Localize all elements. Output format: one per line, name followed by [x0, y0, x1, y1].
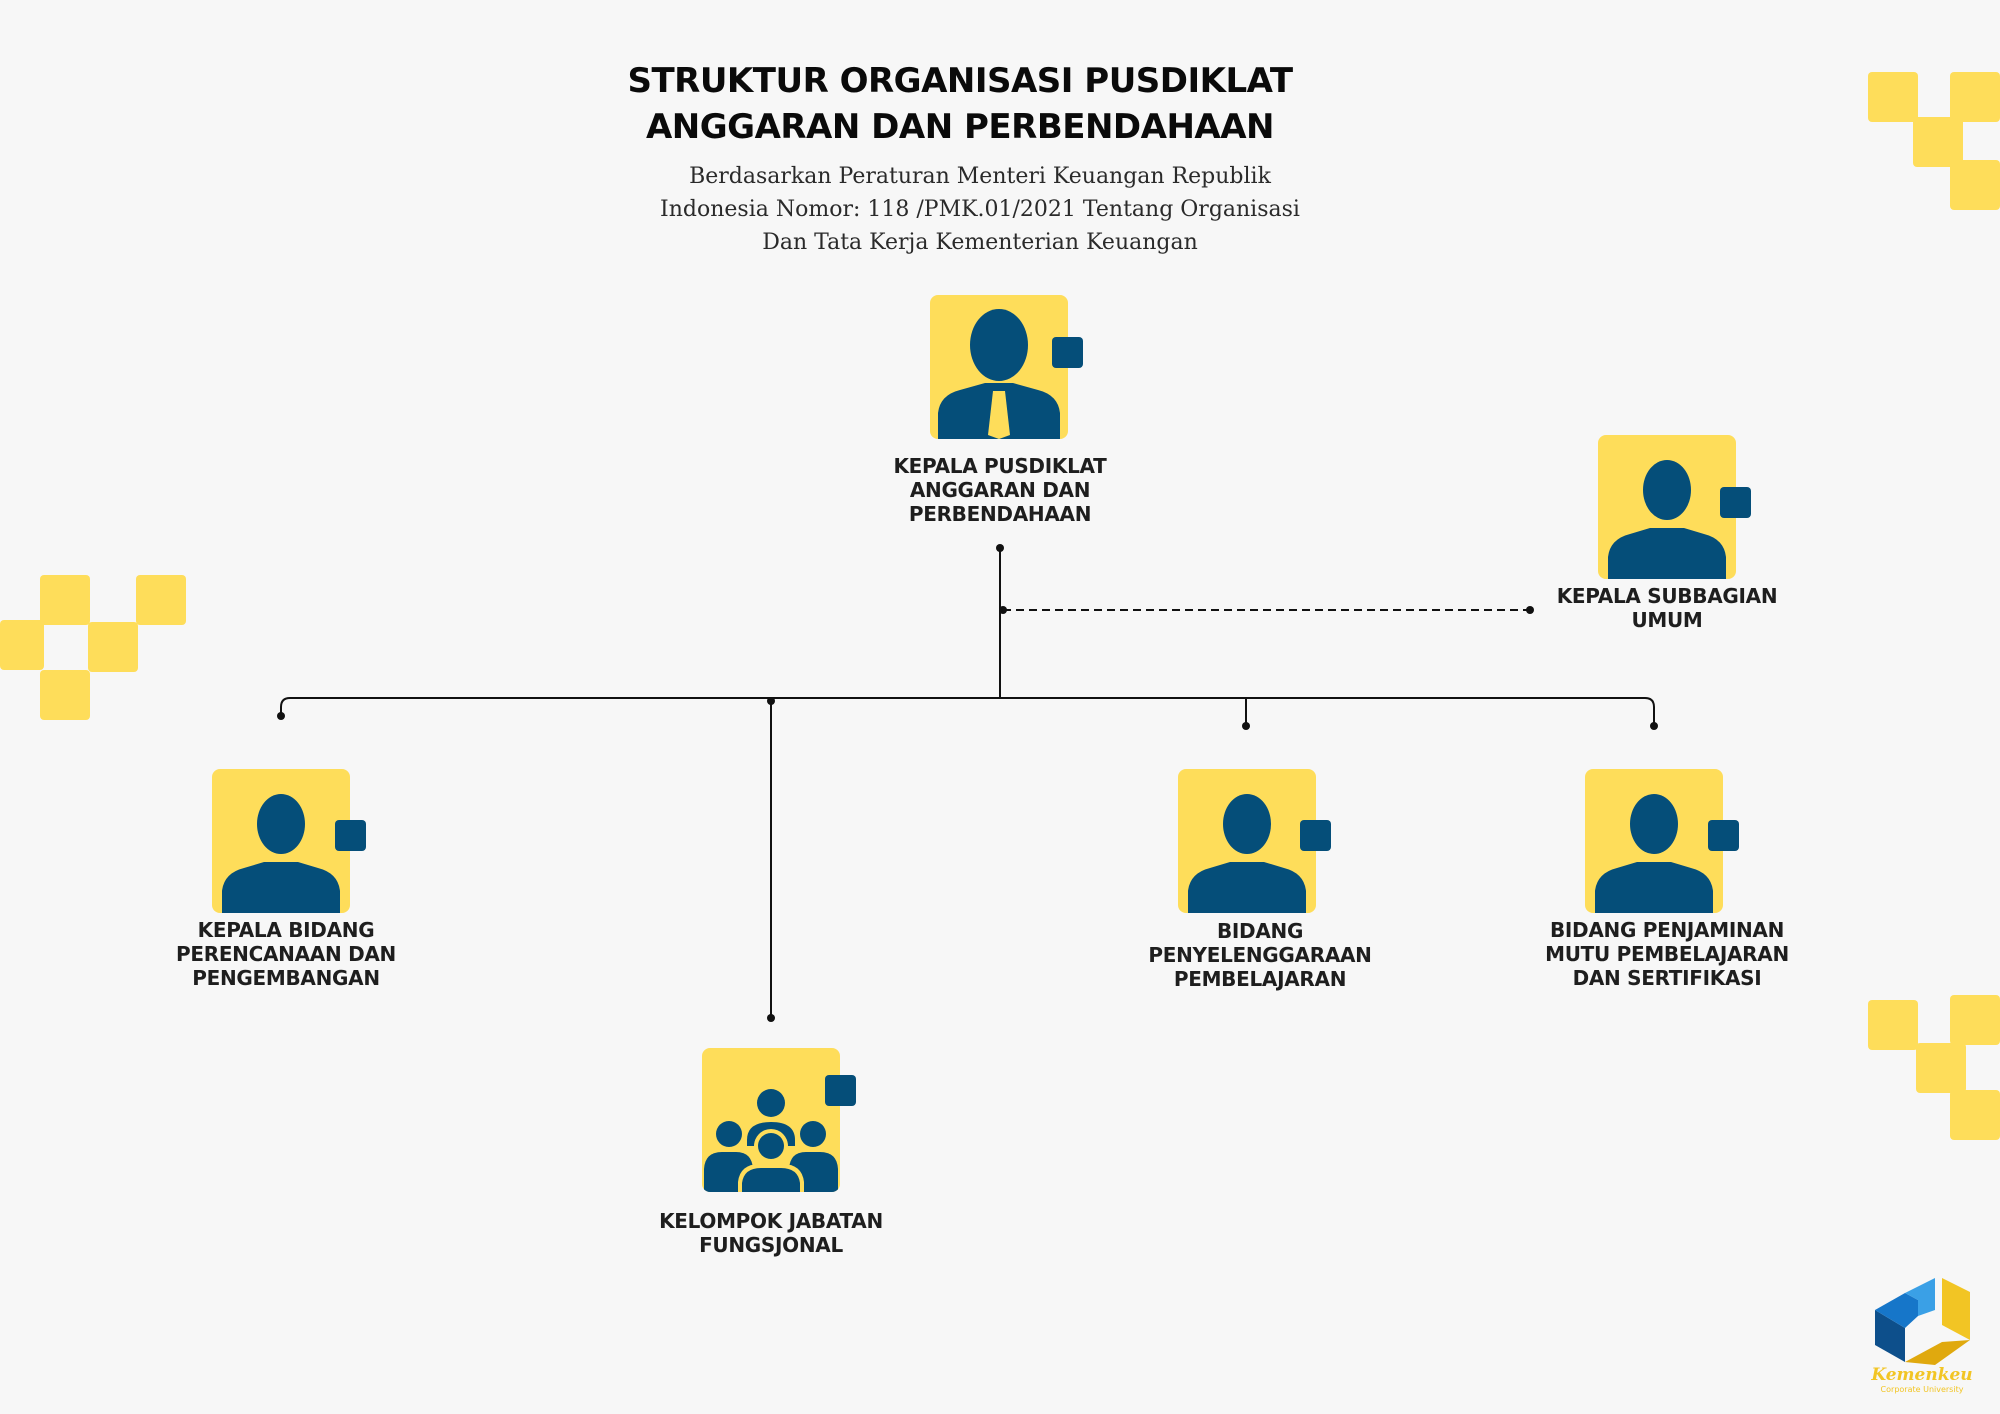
person-tie-icon — [938, 309, 1060, 439]
penjaminan-label: BIDANG PENJAMINAN MUTU PEMBELAJARAN DAN … — [1527, 918, 1807, 990]
perencanaan-label-line-1: KEPALA BIDANG — [197, 918, 375, 942]
title-line-1: STRUKTUR ORGANISASI PUSDIKLAT — [627, 61, 1293, 101]
title-line-2: ANGGARAN DAN PERBENDAHAAN — [645, 107, 1275, 147]
penjaminan-label-line-1: BIDANG PENJAMINAN — [1549, 918, 1785, 942]
page-title: STRUKTUR ORGANISASI PUSDIKLAT ANGGARAN D… — [500, 58, 1420, 150]
penyelenggaraan-badge — [1300, 820, 1331, 851]
head-label-line-1: KEPALA PUSDIKLAT — [893, 454, 1107, 478]
subbagian-label-line-2: UMUM — [1631, 608, 1703, 632]
fungsional-label-line-1: KELOMPOK JABATAN — [659, 1209, 883, 1233]
penyelenggaraan-avatar — [1178, 769, 1316, 913]
fungsional-label-line-2: FUNGSJONAL — [699, 1233, 843, 1257]
person-icon — [222, 794, 340, 913]
subtitle-line-3: Dan Tata Kerja Kementerian Keuangan — [762, 230, 1198, 255]
penyelenggaraan-label-line-3: PEMBELAJARAN — [1173, 967, 1347, 991]
subbagian-avatar — [1598, 435, 1736, 579]
page-subtitle: Berdasarkan Peraturan Menteri Keuangan R… — [600, 160, 1360, 259]
penyelenggaraan-label-line-1: BIDANG — [1216, 919, 1304, 943]
fungsional-badge — [825, 1075, 856, 1106]
subtitle-line-1: Berdasarkan Peraturan Menteri Keuangan R… — [689, 164, 1271, 189]
group-icon — [704, 1089, 838, 1192]
subbagian-badge — [1720, 487, 1751, 518]
penjaminan-badge — [1708, 820, 1739, 851]
fungsional-avatar — [702, 1048, 840, 1192]
penjaminan-label-line-2: MUTU PEMBELAJARAN — [1545, 942, 1789, 966]
penyelenggaraan-label: BIDANG PENYELENGGARAAN PEMBELAJARAN — [1120, 919, 1400, 991]
perencanaan-label-line-3: PENGEMBANGAN — [192, 966, 380, 990]
subtitle-line-2: Indonesia Nomor: 118 /PMK.01/2021 Tentan… — [660, 197, 1300, 222]
head-label-line-2: ANGGARAN DAN — [909, 478, 1091, 502]
penyelenggaraan-label-line-2: PENYELENGGARAAN — [1148, 943, 1372, 967]
perencanaan-label-line-2: PERENCANAAN DAN — [176, 942, 396, 966]
subbagian-label: KEPALA SUBBAGIAN UMUM — [1527, 584, 1807, 632]
person-icon — [1608, 460, 1726, 579]
head-label-line-3: PERBENDAHAAN — [908, 502, 1092, 526]
head-label: KEPALA PUSDIKLAT ANGGARAN DAN PERBENDAHA… — [860, 454, 1140, 526]
perencanaan-avatar — [212, 769, 350, 913]
head-avatar — [930, 295, 1068, 439]
penjaminan-label-line-3: DAN SERTIFIKASI — [1572, 966, 1762, 990]
person-icon — [1188, 794, 1306, 913]
subbagian-label-line-1: KEPALA SUBBAGIAN — [1556, 584, 1778, 608]
person-icon — [1595, 794, 1713, 913]
perencanaan-badge — [335, 820, 366, 851]
perencanaan-label: KEPALA BIDANG PERENCANAAN DAN PENGEMBANG… — [146, 918, 426, 990]
head-badge — [1052, 337, 1083, 368]
penjaminan-avatar — [1585, 769, 1723, 913]
fungsional-label: KELOMPOK JABATAN FUNGSJONAL — [631, 1209, 911, 1257]
logo-sub: Corporate University — [1880, 1385, 1964, 1394]
logo-brand: Kemenkeu — [1871, 1365, 1973, 1385]
